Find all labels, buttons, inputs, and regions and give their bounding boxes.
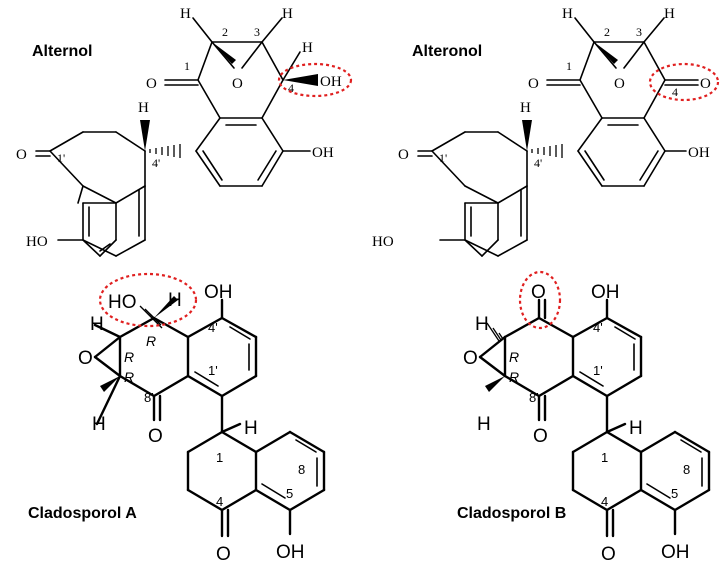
cladosporol-a-h-bot: H	[92, 414, 106, 435]
alteronol-hash-bond	[531, 144, 563, 158]
alternol-num-2: 2	[222, 25, 228, 39]
cladosporol-b-h-bot: H	[477, 414, 491, 435]
cladosporol-b-stereo-r1: R	[509, 349, 519, 365]
alternol-oh-ar: OH	[312, 145, 334, 161]
cladosporol-a-stereo-r3: R	[124, 369, 134, 385]
alteronol-o1p: O	[398, 147, 409, 163]
cladosporol-a-stereo-r1: R	[146, 333, 156, 349]
cladosporol-b-hash-bond	[486, 322, 504, 342]
cladosporol-a-num-4: 4	[216, 494, 223, 509]
cladosporol-b-oh-top: OH	[591, 282, 620, 303]
cladosporol-b-o8: O	[533, 426, 548, 447]
alteronol-o-epoxy: O	[614, 76, 625, 92]
alteronol-h3: H	[664, 6, 675, 22]
cladosporol-a-h-top: H	[168, 290, 182, 311]
alteronol-o-keto: O	[528, 76, 539, 92]
cladosporol-b-h1: H	[629, 418, 643, 439]
cladosporol-b-title: Cladosporol B	[457, 505, 566, 522]
cladosporol-a-title: Cladosporol A	[28, 505, 137, 522]
alternol-o-keto: O	[146, 76, 157, 92]
cladosporol-b-o4: O	[601, 544, 616, 565]
cladosporol-a-num-5: 5	[286, 486, 293, 501]
alteronol-title: Alteronol	[412, 43, 482, 60]
cladosporol-b-structure: Cladosporol B	[457, 270, 711, 565]
alternol-num-4p: 4'	[152, 156, 160, 170]
alteronol-o4: O	[700, 76, 711, 92]
alteronol-num-4: 4	[672, 85, 678, 99]
alternol-num-4: 4	[288, 81, 294, 95]
alternol-h3: H	[282, 6, 293, 22]
alteronol-oh-ar: OH	[688, 145, 710, 161]
cladosporol-b-num-5: 5	[671, 486, 678, 501]
cladosporol-b-o-epoxy: O	[463, 348, 478, 369]
alternol-h4: H	[302, 40, 313, 56]
cladosporol-a-highlight-circle	[98, 272, 198, 328]
alternol-title: Alternol	[32, 43, 92, 60]
alteronol-structure: Alteronol	[372, 6, 720, 257]
cladosporol-b-num-8: 8	[683, 462, 690, 477]
alteronol-ho: HO	[372, 234, 394, 250]
alternol-o1p: O	[16, 147, 27, 163]
cladosporol-a-o8: O	[148, 426, 163, 447]
cladosporol-b-num-8p: 8'	[529, 390, 539, 405]
cladosporol-a-num-8: 8	[298, 462, 305, 477]
cladosporol-a-oh-top: OH	[204, 282, 233, 303]
cladosporol-b-oh5: OH	[661, 542, 690, 563]
alternol-o-epoxy: O	[232, 76, 243, 92]
alternol-oh4: OH	[320, 74, 342, 90]
alternol-highlight-circle	[277, 62, 353, 98]
cladosporol-a-o4: O	[216, 544, 231, 565]
cladosporol-b-stereo-r2: R	[509, 369, 519, 385]
alteronol-num-1p: 1'	[439, 151, 447, 165]
cladosporol-a-num-8p: 8'	[144, 390, 154, 405]
alteronol-num-2: 2	[604, 25, 610, 39]
alteronol-num-3: 3	[636, 25, 642, 39]
alternol-hash-bond	[149, 144, 181, 158]
cladosporol-b-h-left: H	[475, 314, 489, 335]
alternol-num-1: 1	[184, 59, 190, 73]
cladosporol-b-num-1: 1	[601, 450, 608, 465]
alternol-h2: H	[180, 6, 191, 22]
cladosporol-a-h1: H	[244, 418, 258, 439]
cladosporol-b-num-1p: 1'	[593, 363, 603, 378]
alteronol-h2: H	[562, 6, 573, 22]
alteronol-h4p: H	[520, 100, 531, 116]
cladosporol-b-o-top: O	[531, 282, 546, 303]
cladosporol-a-stereo-r2: R	[124, 349, 134, 365]
cladosporol-a-o-epoxy: O	[78, 348, 93, 369]
cladosporol-b-num-4: 4	[601, 494, 608, 509]
cladosporol-a-num-1: 1	[216, 450, 223, 465]
cladosporol-a-oh5: OH	[276, 542, 305, 563]
alteronol-highlight-circle	[648, 62, 720, 102]
alteronol-num-4p: 4'	[534, 156, 542, 170]
cladosporol-a-num-1p: 1'	[208, 363, 218, 378]
alternol-h4p: H	[138, 100, 149, 116]
alternol-ho: HO	[26, 234, 48, 250]
alternol-num-1p: 1'	[57, 151, 65, 165]
cladosporol-a-num-4p: 4'	[208, 320, 218, 335]
cladosporol-a-h-left: H	[90, 314, 104, 335]
alternol-num-3: 3	[254, 25, 260, 39]
alteronol-num-1: 1	[566, 59, 572, 73]
cladosporol-a-structure: Cladosporol A	[28, 272, 326, 565]
cladosporol-b-highlight-circle	[518, 270, 562, 330]
cladosporol-b-num-4p: 4'	[593, 320, 603, 335]
cladosporol-a-ho: HO	[108, 292, 137, 313]
alternol-structure: Alternol	[16, 6, 353, 257]
